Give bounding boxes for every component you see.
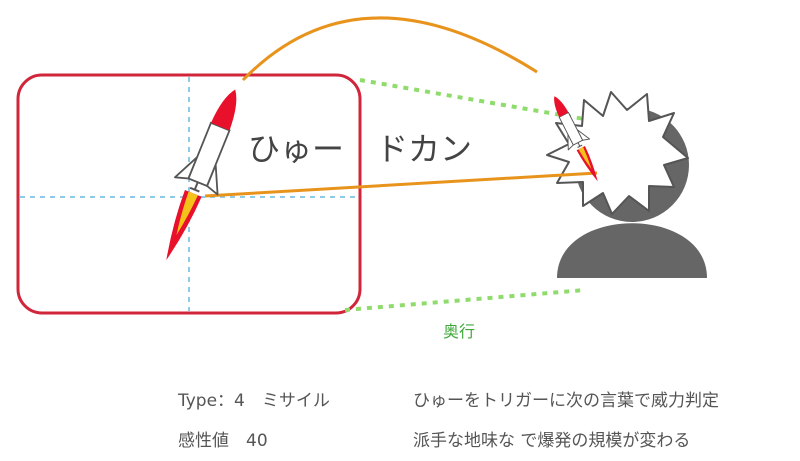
description-line2: 派手な地味な で爆発の規模が変わる: [413, 431, 691, 451]
depth-label: 奥行: [443, 322, 475, 341]
rocket-icon: [143, 79, 258, 270]
type-line: Type：4 ミサイル: [178, 391, 330, 411]
explosion-burst-icon: [546, 91, 689, 215]
description-line1: ひゅーをトリガーに次の言葉で威力判定: [413, 391, 719, 411]
sensitivity-line: 感性値 40: [178, 431, 268, 451]
depth-guide-bottom: [344, 288, 586, 312]
sound-effect-label: ひゅー ドカン: [248, 130, 472, 168]
arc-trajectory: [241, 16, 538, 82]
straight-trajectory: [204, 171, 598, 198]
screen-frame: [16, 73, 362, 315]
